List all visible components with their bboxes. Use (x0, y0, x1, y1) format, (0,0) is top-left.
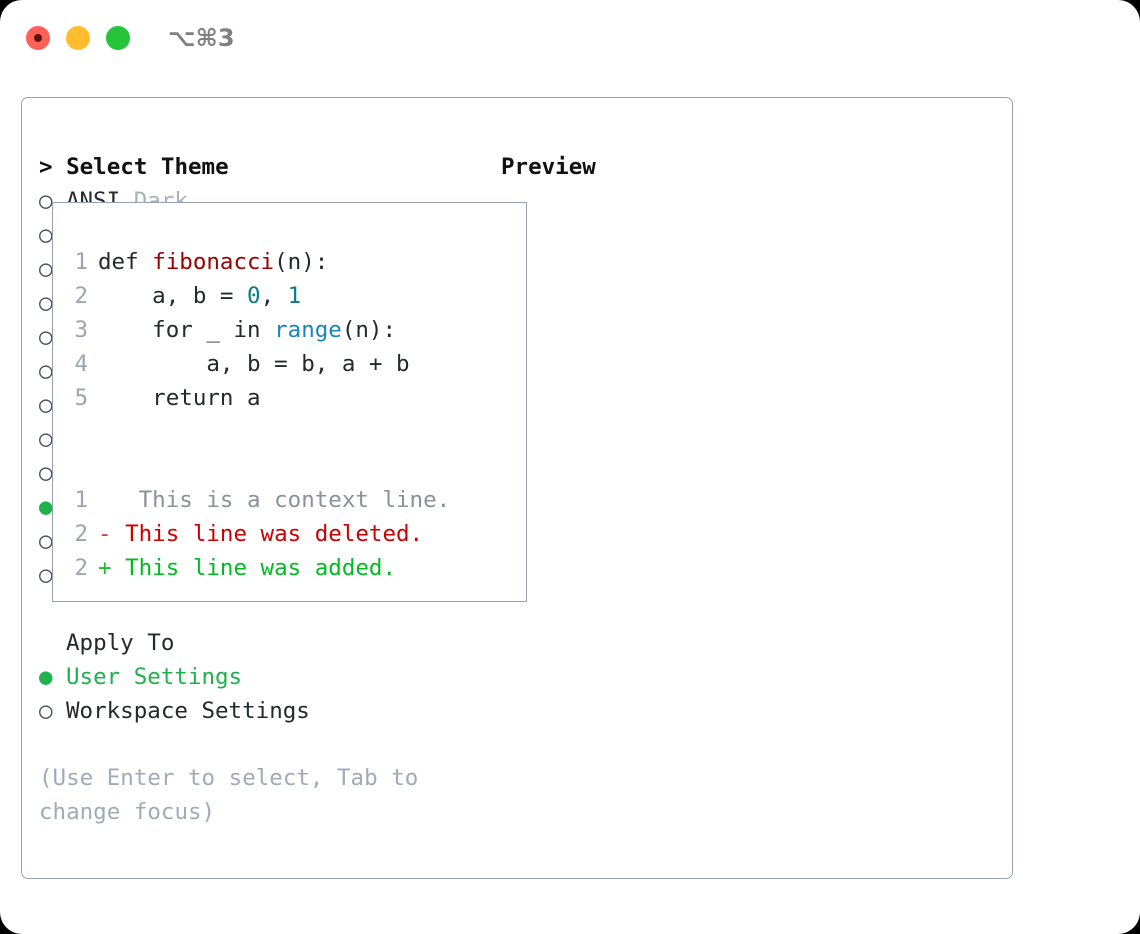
code-token: return a (98, 385, 261, 411)
line-number: 3 (74, 317, 88, 343)
code-blank-line (72, 415, 450, 449)
code-token: def (98, 249, 153, 275)
radio-unselected-icon[interactable]: ○ (39, 358, 53, 384)
diff-line-context: 1 This is a context line. (72, 483, 450, 517)
radio-unselected-icon[interactable]: ○ (39, 460, 53, 486)
code-line: 1 def fibonacci(n): (72, 245, 450, 279)
keyboard-hint-line-1: (Use Enter to select, Tab to (39, 765, 419, 791)
diff-sign-plus: + (98, 555, 112, 581)
code-blank-line (72, 449, 450, 483)
apply-to-header: Apply To (66, 630, 175, 656)
radio-unselected-icon[interactable]: ○ (39, 188, 53, 214)
apply-to-option-label: Workspace Settings (66, 698, 310, 724)
code-line: 2 a, b = 0, 1 (72, 279, 450, 313)
code-token: a, b = b, a + b (98, 351, 410, 377)
close-window-button[interactable] (26, 26, 50, 50)
preview-title: Preview (501, 154, 596, 180)
theme-selector-header: > Select Theme (39, 154, 229, 180)
diff-sign-minus: - (98, 521, 112, 547)
radio-unselected-icon[interactable]: ○ (39, 290, 53, 316)
maximize-window-button[interactable] (106, 26, 130, 50)
keyboard-shortcut-label: ⌥⌘3 (168, 24, 235, 52)
code-line: 4 a, b = b, a + b (72, 347, 450, 381)
diff-text: This line was added. (111, 555, 397, 581)
code-token: , (260, 283, 288, 309)
code-token-number: 0 (247, 283, 261, 309)
apply-to-option-user-settings[interactable]: ● User Settings (39, 660, 469, 694)
code-token-builtin: range (274, 317, 342, 343)
keyboard-hint-text: (Use Enter to select, Tab to change focu… (39, 761, 439, 829)
code-line: 5 return a (72, 381, 450, 415)
diff-sign (98, 487, 112, 513)
radio-unselected-icon[interactable]: ○ (39, 698, 53, 724)
minimize-window-button[interactable] (66, 26, 90, 50)
line-number: 5 (74, 385, 88, 411)
keyboard-hint-line-2: change focus) (39, 799, 216, 825)
line-number: 4 (74, 351, 88, 377)
preview-column: Preview (501, 150, 981, 184)
line-number: 2 (74, 555, 88, 581)
title-bar: ⌥⌘3 (0, 0, 1140, 76)
code-token: a, b = (98, 283, 248, 309)
apply-to-option-workspace-settings[interactable]: ○ Workspace Settings (39, 694, 469, 728)
line-number: 1 (74, 249, 88, 275)
radio-unselected-icon[interactable]: ○ (39, 426, 53, 452)
radio-unselected-icon[interactable]: ○ (39, 562, 53, 588)
code-line: 3 for _ in range(n): (72, 313, 450, 347)
line-number: 1 (74, 487, 88, 513)
code-token: for _ in (98, 317, 275, 343)
line-number: 2 (74, 521, 88, 547)
code-token: (n): (274, 249, 329, 275)
content-panel: > Select Theme ○ANSI Dark ○Atom One Dark… (21, 97, 1013, 879)
apply-to-option-label: User Settings (66, 664, 243, 690)
radio-unselected-icon[interactable]: ○ (39, 392, 53, 418)
diff-text: This is a context line. (111, 487, 451, 513)
diff-text: This line was deleted. (111, 521, 424, 547)
radio-selected-icon[interactable]: ● (39, 664, 53, 690)
radio-unselected-icon[interactable]: ○ (39, 324, 53, 350)
radio-unselected-icon[interactable]: ○ (39, 256, 53, 282)
diff-line-added: 2 + This line was added. (72, 551, 450, 585)
line-number: 2 (74, 283, 88, 309)
radio-selected-icon[interactable]: ● (39, 494, 53, 520)
code-token: (n): (341, 317, 397, 343)
code-token-function: fibonacci (152, 249, 275, 275)
diff-line-deleted: 2- This line was deleted. (72, 517, 450, 551)
radio-unselected-icon[interactable]: ○ (39, 528, 53, 554)
code-token-number: 1 (287, 283, 302, 309)
radio-unselected-icon[interactable]: ○ (39, 222, 53, 248)
